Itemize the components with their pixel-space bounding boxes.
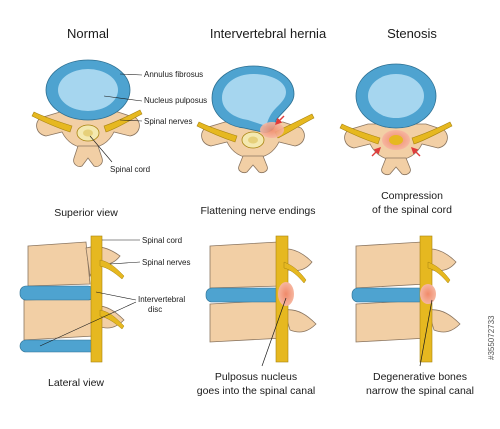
stenosis-lateral-view [351, 235, 461, 363]
pointer-pulposus [261, 297, 287, 367]
label-spinal-nerves-top: Spinal nerves [144, 117, 192, 126]
superior-labels [89, 73, 143, 163]
label-intervertebral-disc-1: Intervertebral [138, 295, 185, 304]
heading-hernia: Intervertebral hernia [210, 26, 327, 41]
normal-lateral-view [19, 235, 125, 363]
spinal-cord-lateral [90, 235, 103, 363]
caption-pulposus-1: Pulposus nucleus [215, 371, 297, 383]
caption-degenerative-1: Degenerative bones [373, 371, 467, 383]
label-nucleus-pulposus: Nucleus pulposus [144, 96, 207, 105]
caption-superior-view: Superior view [54, 207, 118, 219]
nucleus-pulposus [58, 69, 118, 111]
hernia-superior-view [196, 65, 315, 174]
heading-stenosis: Stenosis [387, 26, 437, 41]
pointer-degenerative [419, 299, 433, 367]
caption-compression-2: of the spinal cord [372, 204, 452, 216]
heading-normal: Normal [67, 26, 109, 41]
stenosis-superior-view [339, 63, 453, 176]
lateral-labels [39, 239, 141, 347]
caption-pulposus-2: goes into the spinal canal [197, 385, 316, 397]
normal-superior-view [31, 59, 143, 167]
hernia-lateral-view [205, 235, 317, 363]
label-spinal-cord-side: Spinal cord [142, 236, 182, 245]
intervertebral-disc-normal [19, 285, 95, 301]
label-annulus-fibrosus: Annulus fibrosus [144, 70, 203, 79]
watermark-id: #355072733 [487, 315, 496, 360]
hernia-lateral-bulge [278, 282, 294, 306]
caption-flattening: Flattening nerve endings [201, 205, 316, 217]
label-intervertebral-disc-2: disc [148, 305, 162, 314]
caption-compression-1: Compression [381, 190, 443, 202]
stenosis-lateral-compression [420, 284, 436, 304]
caption-degenerative-2: narrow the spinal canal [366, 385, 474, 397]
label-spinal-cord-top: Spinal cord [110, 165, 150, 174]
label-spinal-nerves-side: Spinal nerves [142, 258, 190, 267]
hernia-inflammation [260, 122, 284, 138]
caption-lateral-view: Lateral view [48, 377, 104, 389]
spinal-nerves-left [31, 109, 143, 133]
